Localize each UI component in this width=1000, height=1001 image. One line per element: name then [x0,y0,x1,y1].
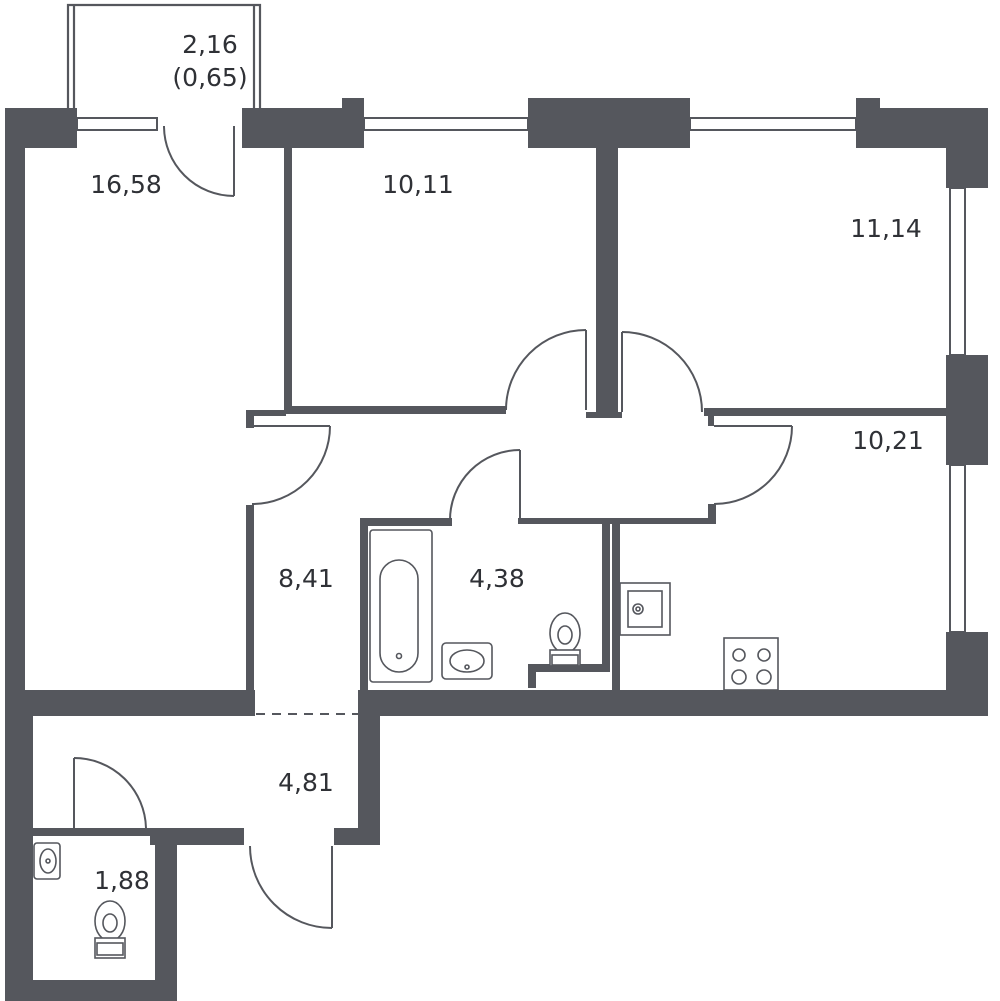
corridor-area: 8,41 [278,564,334,593]
room-labels: 2,16 (0,65) 16,58 10,11 11,14 10,21 8,41… [90,30,924,895]
living-area: 16,58 [90,170,162,199]
bathtub [369,529,433,683]
door-living [251,425,331,505]
kitchen-sink [619,582,671,636]
door-bathroom [449,449,521,521]
wc-sink [33,842,61,880]
interior-walls [25,148,950,980]
door-bedroom-2 [621,331,703,413]
outer-walls [5,98,988,1001]
bedroom-1-area: 10,11 [382,170,454,199]
balcony-area-reduced: (0,65) [172,63,247,92]
doors [73,125,793,929]
balcony [66,3,262,108]
door-entrance [249,845,333,929]
kitchen-area: 10,21 [852,426,924,455]
door-wc [73,757,147,829]
wc-toilet [94,900,126,959]
hall-area: 4,81 [278,768,334,797]
bedroom-2-area: 11,14 [850,214,922,243]
bathroom-area: 4,38 [469,564,525,593]
bathroom-toilet [549,612,581,667]
wc-area: 1,88 [94,866,150,895]
windows [76,117,966,633]
door-kitchen [713,425,793,505]
door-balcony [163,125,235,197]
bathroom-sink [441,642,493,680]
balcony-area: 2,16 [182,30,238,59]
door-bedroom-1 [505,329,587,411]
stove [723,637,779,691]
